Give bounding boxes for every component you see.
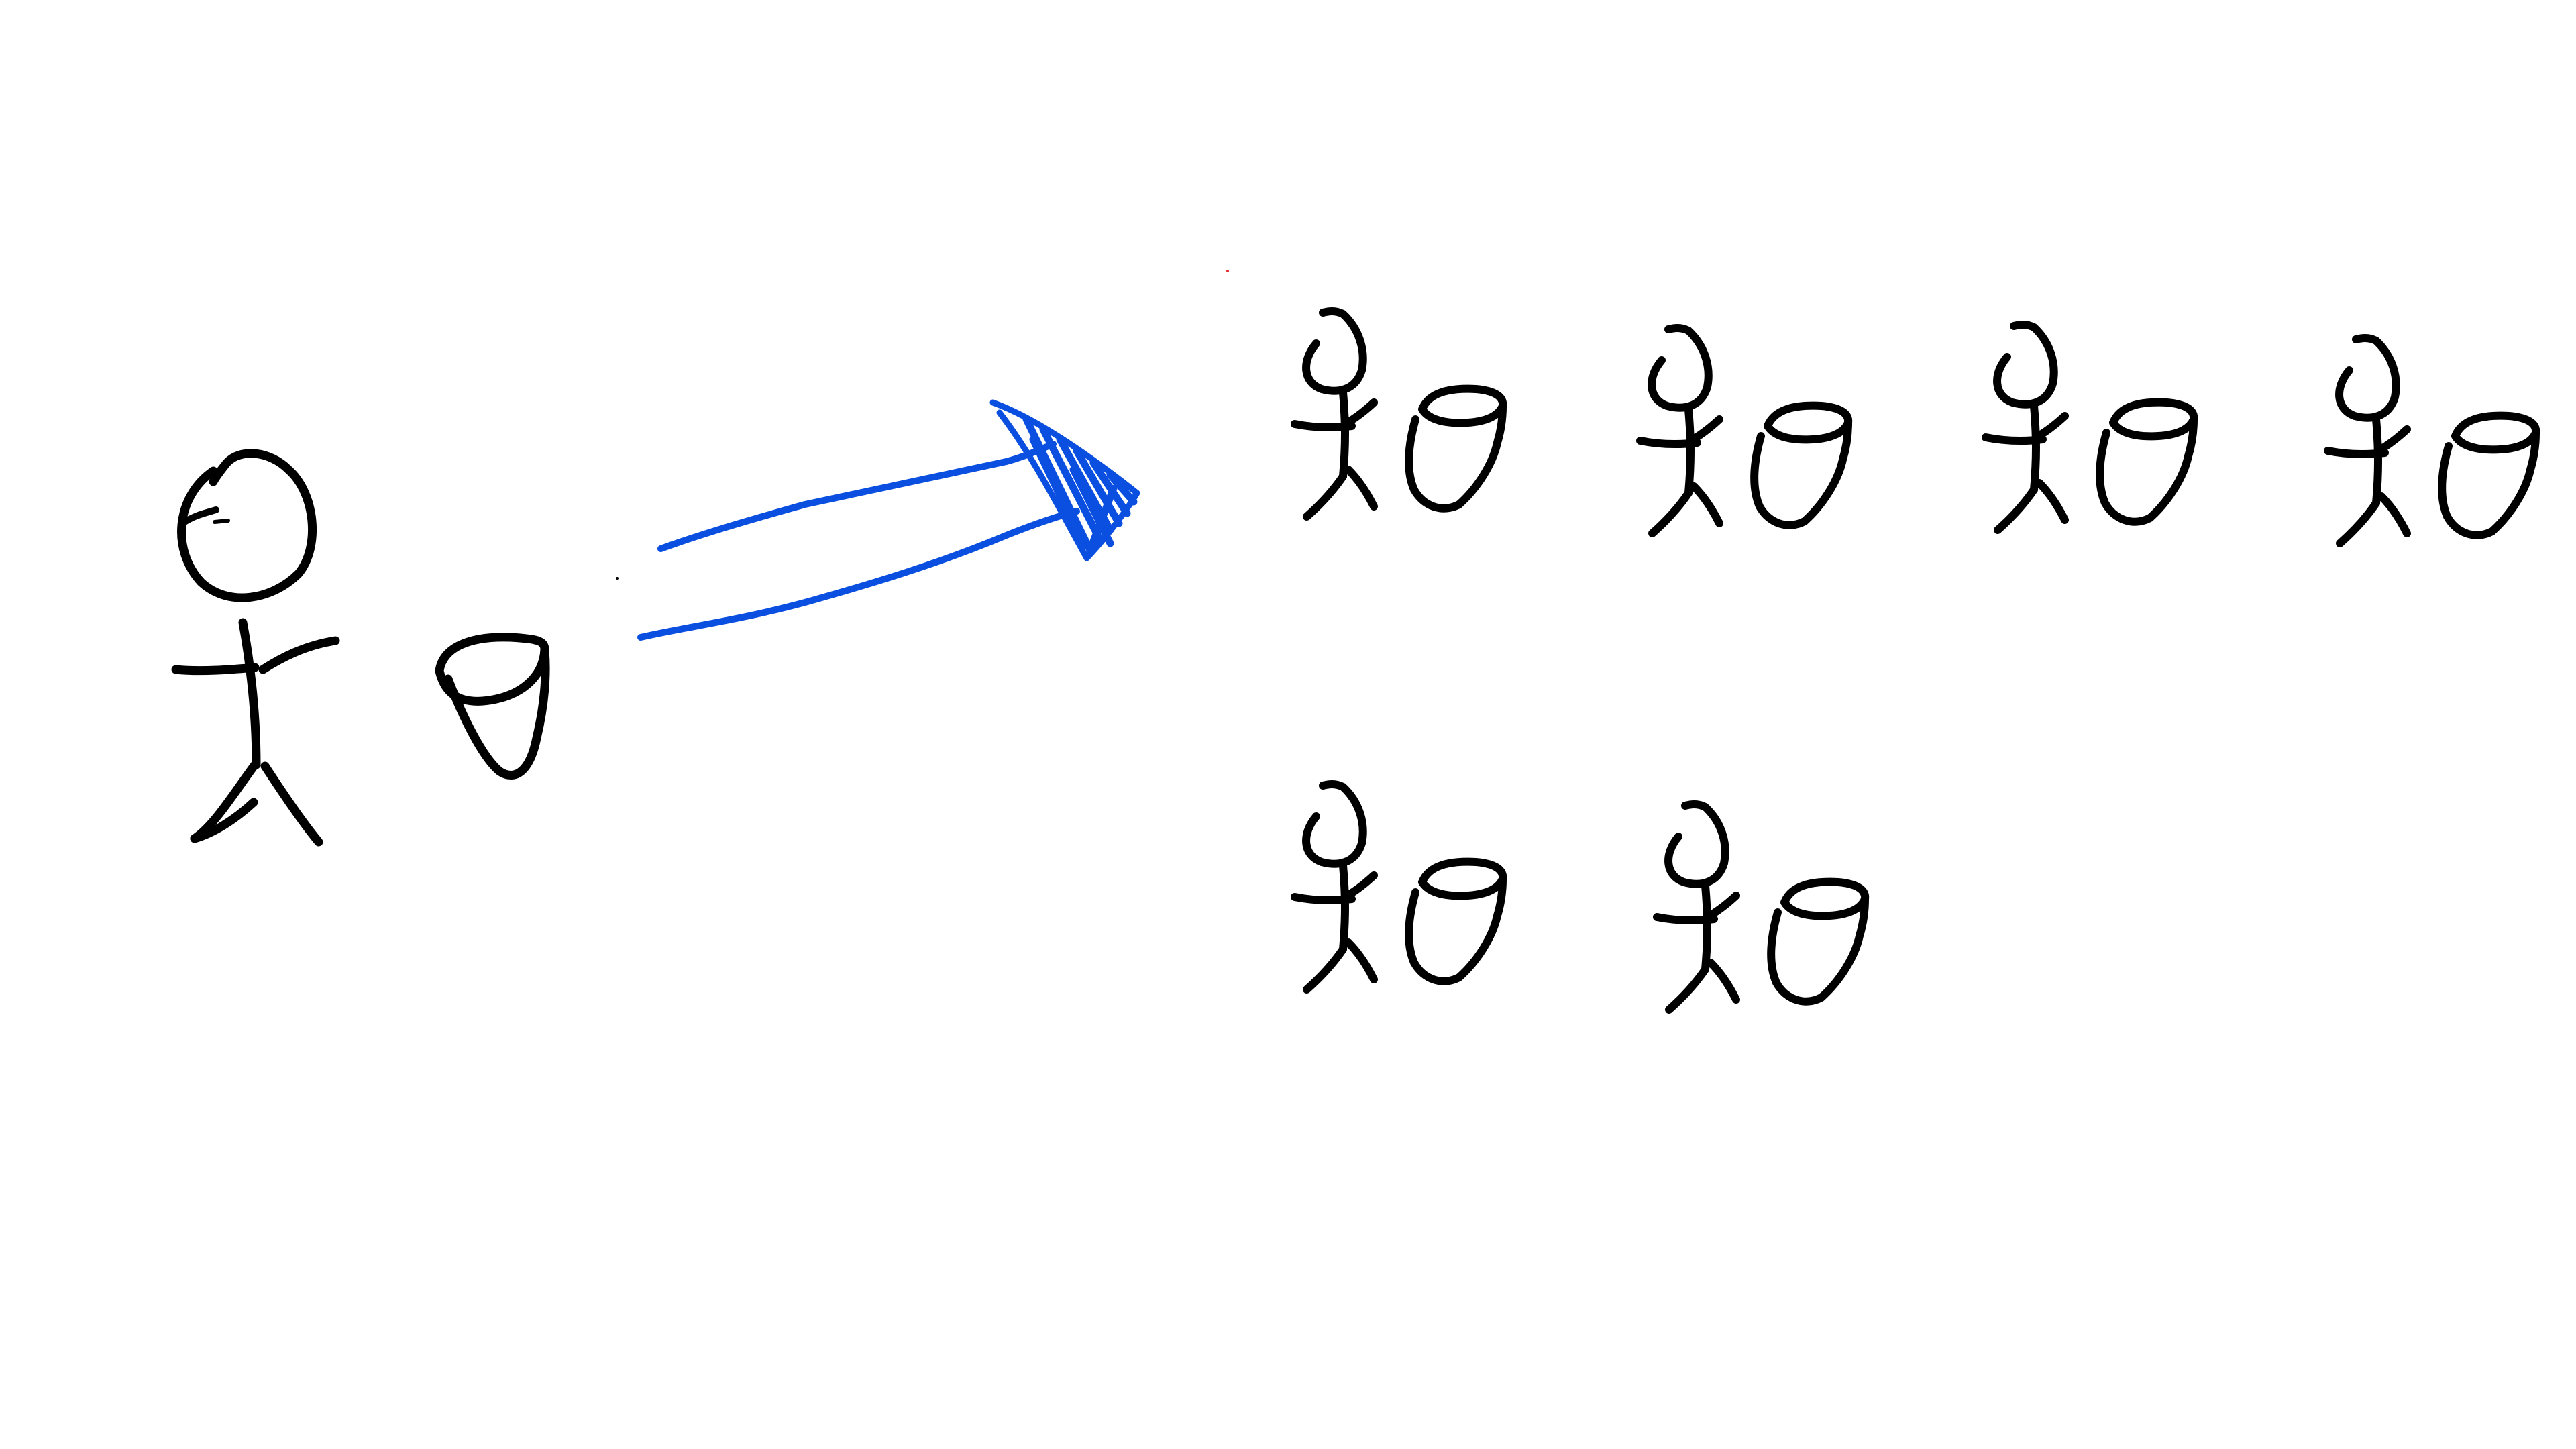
- bucket-body: [2096, 415, 2198, 526]
- person-leg-left-b: [190, 798, 258, 843]
- person-bucket-pair: [1291, 780, 1507, 994]
- person-arm-right: [2379, 425, 2411, 452]
- source-group: [171, 449, 550, 847]
- person-bucket-pair: [2324, 334, 2540, 547]
- result-group: [1291, 307, 2540, 1014]
- person-body: [2030, 402, 2040, 494]
- person-body: [2372, 415, 2382, 507]
- person-body: [1684, 405, 1695, 497]
- person-figure-small: [1291, 307, 1378, 521]
- person-head: [1302, 307, 1367, 395]
- person-arm-left: [2324, 447, 2389, 458]
- bucket-body: [1750, 419, 1852, 529]
- person-body: [1339, 388, 1349, 480]
- bucket-body: [1767, 895, 1869, 1006]
- bucket-rim: [1418, 857, 1507, 900]
- stray-dot: [616, 577, 619, 580]
- person-body: [1701, 881, 1711, 973]
- person-figure-small: [2324, 334, 2411, 547]
- person-arm-right: [1346, 871, 1378, 898]
- stray-dot-red: [1226, 270, 1229, 272]
- person-leg-left: [1303, 945, 1347, 994]
- person-bucket-pair: [1291, 307, 1507, 521]
- person-arm-left: [171, 663, 260, 676]
- person-leg-right: [2377, 492, 2411, 537]
- person-leg-right: [2035, 479, 2069, 524]
- person-leg-right: [1344, 938, 1378, 983]
- person-body: [1339, 861, 1349, 953]
- person-figure-small: [1636, 324, 1723, 537]
- bucket-small: [2096, 398, 2198, 526]
- person-arm-right: [2037, 412, 2069, 439]
- person-arm-left: [1636, 437, 1701, 448]
- person-leg-left: [1994, 486, 2038, 534]
- bucket-body: [443, 646, 550, 780]
- arrow-head-fill: [1022, 415, 1138, 554]
- bucket-rim: [1418, 384, 1507, 427]
- person-arm-right: [258, 636, 340, 674]
- arrow-shaft-lower: [637, 508, 1080, 641]
- bucket-small: [1405, 857, 1507, 985]
- person-figure-large: [171, 449, 340, 847]
- person-leg-right: [1707, 959, 1740, 1004]
- bucket-rim: [1764, 401, 1853, 444]
- arrow-shaft-upper: [657, 441, 1057, 552]
- person-figure-small: [1982, 321, 2069, 534]
- person-head: [1648, 324, 1713, 412]
- arrow-right-icon: [637, 399, 1140, 641]
- person-arm-right: [1708, 892, 1740, 918]
- bucket-body: [1405, 875, 1507, 985]
- person-figure-small: [1653, 800, 1740, 1014]
- bucket-small: [1405, 384, 1507, 513]
- bucket-large: [435, 633, 550, 780]
- bucket-rim: [1780, 877, 1870, 920]
- person-leg-right: [260, 761, 323, 847]
- person-eye: [213, 519, 230, 524]
- person-head: [177, 449, 317, 602]
- person-bucket-pair: [1982, 321, 2198, 534]
- person-arm-left: [1982, 433, 2047, 445]
- person-bucket-pair: [1636, 324, 1853, 537]
- person-figure-small: [1291, 780, 1378, 994]
- bucket-body: [2438, 429, 2540, 539]
- person-leg-right: [1344, 466, 1378, 511]
- person-arm-right: [1346, 398, 1378, 425]
- bucket-small: [2438, 411, 2540, 539]
- bucket-rim: [2109, 398, 2198, 441]
- person-head: [1993, 321, 2058, 409]
- bucket-small: [1767, 877, 1870, 1006]
- person-bucket-pair: [1653, 800, 1870, 1014]
- person-head: [1664, 800, 1729, 888]
- person-arm-left: [1653, 913, 1718, 924]
- person-leg-right: [1690, 482, 1723, 527]
- person-body: [238, 618, 261, 769]
- person-arm-left: [1291, 420, 1356, 431]
- person-leg-left: [1648, 489, 1693, 537]
- person-leg-left: [1665, 965, 1709, 1014]
- bucket-body: [1405, 402, 1507, 513]
- person-arm-left: [1291, 893, 1356, 904]
- person-leg-left: [2336, 499, 2380, 547]
- person-arm-right: [1691, 415, 1723, 442]
- person-eye-left: [179, 506, 219, 527]
- person-leg-left: [1303, 472, 1347, 521]
- bucket-rim: [2451, 411, 2540, 454]
- person-head: [1302, 780, 1367, 868]
- person-head: [2335, 334, 2400, 422]
- bucket-small: [1750, 401, 1853, 529]
